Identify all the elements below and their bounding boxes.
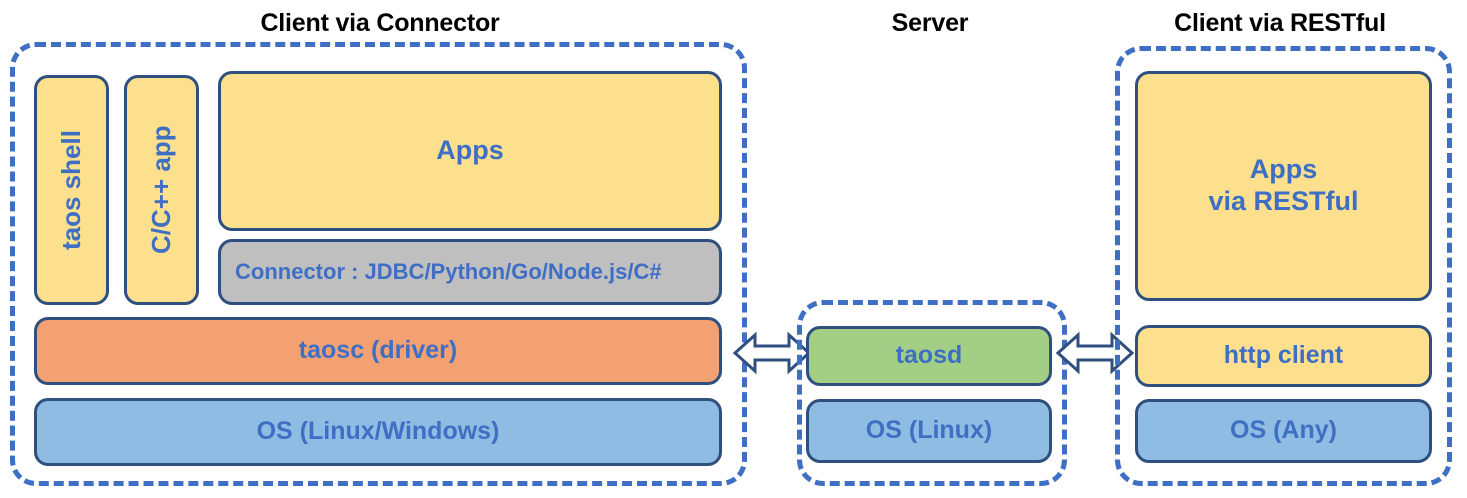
box-taosc-driver[interactable]: taosc (driver) bbox=[34, 317, 722, 385]
double-headed-arrow-right bbox=[1055, 327, 1135, 379]
box-taos-shell[interactable]: taos shell bbox=[34, 75, 109, 305]
group-server bbox=[797, 300, 1067, 486]
section-title-server: Server bbox=[891, 9, 969, 37]
section-title-client-connector: Client via Connector bbox=[260, 9, 500, 37]
group-client-via-restful bbox=[1115, 46, 1452, 486]
box-c-cpp-app[interactable]: C/C++ app bbox=[124, 75, 199, 305]
box-os-any[interactable]: OS (Any) bbox=[1135, 399, 1432, 463]
box-apps-via-restful-line2: via RESTful bbox=[1208, 186, 1359, 216]
box-apps-connector[interactable]: Apps bbox=[218, 71, 722, 231]
box-apps-via-restful-line1: Apps bbox=[1249, 154, 1318, 185]
box-os-linux-windows[interactable]: OS (Linux/Windows) bbox=[34, 398, 722, 466]
box-os-linux[interactable]: OS (Linux) bbox=[806, 399, 1052, 463]
box-apps-via-restful[interactable]: Apps via RESTful bbox=[1135, 71, 1432, 301]
box-connector-list[interactable]: Connector : JDBC/Python/Go/Node.js/C# bbox=[218, 239, 722, 305]
section-title-client-restful: Client via RESTful bbox=[1174, 9, 1386, 37]
box-http-client[interactable]: http client bbox=[1135, 325, 1432, 387]
box-taosd[interactable]: taosd bbox=[806, 326, 1052, 386]
group-client-via-connector bbox=[10, 42, 747, 486]
